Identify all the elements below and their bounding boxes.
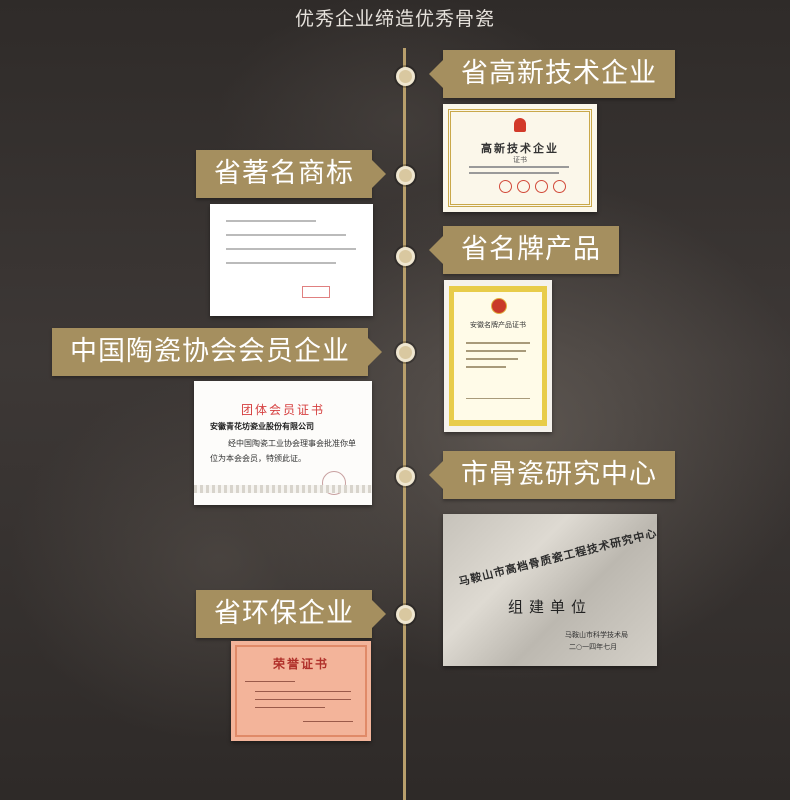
text-line [466, 342, 530, 344]
seal-icon [535, 180, 548, 193]
timeline-tag-trademark: 省著名商标 [196, 150, 386, 198]
text-line [469, 166, 569, 168]
timeline-tag-high-tech: 省高新技术企业 [429, 50, 675, 98]
certificate-body-line: 位为本会会员，特颁此证。 [210, 454, 306, 463]
trademark-certificate-image [210, 204, 373, 316]
certificate-title: 荣誉证书 [272, 657, 329, 671]
timeline-node [396, 467, 415, 486]
timeline-node [396, 247, 415, 266]
page-headline: 优秀企业缔造优秀骨瓷 [294, 8, 495, 30]
text-line [255, 691, 351, 692]
text-line [255, 707, 325, 708]
timeline-node [396, 166, 415, 185]
text-line [303, 721, 353, 722]
text-line [466, 350, 526, 352]
text-line [469, 172, 559, 174]
border-pattern [194, 485, 372, 493]
research-center-plaque-image: 马鞍山市高档骨质瓷工程技术研究中心 组建单位 马鞍山市科学技术局 二○一四年七月 [443, 514, 657, 666]
high-tech-certificate-image: 高新技术企业 证书 [443, 104, 597, 212]
text-line [245, 681, 295, 682]
timeline-node [396, 343, 415, 362]
timeline-line [403, 48, 406, 800]
certificate-company: 安徽青花坊瓷业股份有限公司 [210, 421, 314, 431]
certificate-title: 团体会员证书 [240, 403, 325, 417]
text-line [466, 366, 506, 368]
timeline-tag-association: 中国陶瓷协会会员企业 [52, 328, 382, 376]
plaque-date: 二○一四年七月 [569, 643, 618, 651]
text-line [255, 699, 351, 700]
text-line [226, 262, 336, 264]
plaque-issuer: 马鞍山市科学技术局 [565, 631, 628, 639]
text-line [226, 220, 316, 222]
certificate-title: 高新技术企业 [481, 142, 559, 155]
environmental-honor-certificate-image: 荣誉证书 [231, 641, 371, 741]
seal-icon [517, 180, 530, 193]
timeline-tag-environmental: 省环保企业 [196, 590, 386, 638]
certificate-subtitle: 证书 [513, 156, 527, 164]
certificate-title: 安徽名牌产品证书 [470, 321, 526, 329]
timeline-node [396, 605, 415, 624]
text-line [466, 398, 530, 399]
text-line [466, 358, 518, 360]
plaque-arc-text: 马鞍山市高档骨质瓷工程技术研究中心 [457, 526, 657, 589]
emblem-icon [491, 298, 507, 314]
seal-icon [322, 471, 346, 495]
stamp-mark [302, 286, 330, 298]
seal-icon [553, 180, 566, 193]
seal-icon [499, 180, 512, 193]
certificate-frame [235, 645, 367, 737]
emblem-icon [514, 118, 526, 132]
certificate-body-line: 经中国陶瓷工业协会理事会批准你单 [228, 439, 356, 448]
association-certificate-image: 团体会员证书 安徽青花坊瓷业股份有限公司 经中国陶瓷工业协会理事会批准你单 位为… [194, 381, 372, 505]
text-line [226, 234, 346, 236]
timeline-tag-brand-product: 省名牌产品 [429, 226, 619, 274]
brand-product-certificate-image: 安徽名牌产品证书 [444, 280, 552, 432]
plaque-main-text: 组建单位 [507, 598, 592, 616]
text-line [226, 248, 356, 250]
timeline-node [396, 67, 415, 86]
certificate-frame [448, 109, 592, 207]
timeline-tag-research-center: 市骨瓷研究中心 [429, 451, 675, 499]
